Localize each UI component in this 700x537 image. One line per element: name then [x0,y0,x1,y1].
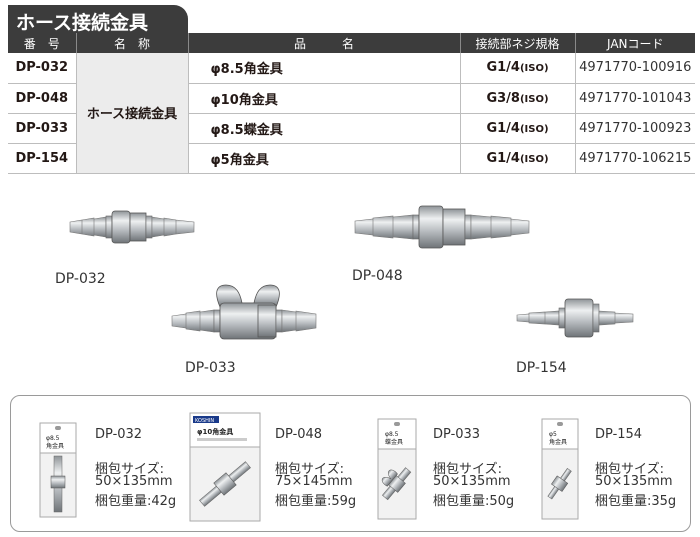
row-product: φ10角金具 [188,83,461,114]
thread-size: G3/8 [486,90,520,106]
package-info-panel: φ8.5 角金具 DP-032 梱包サイズ: 50×135mm 梱包重量:42g… [10,395,691,532]
row-code: DP-048 [8,83,77,114]
thread-size: G1/4 [486,150,520,166]
svg-text:角金具: 角金具 [549,438,567,446]
row-code: DP-154 [8,143,77,174]
package-size-label: 梱包サイズ: [95,462,164,477]
package-size-label: 梱包サイズ: [433,462,502,477]
svg-text:角金具: 角金具 [46,442,64,450]
row-product: φ8.5蝶金具 [188,113,461,144]
header-thread: 接続部ネジ規格 [460,33,576,53]
fitting-dp-048-image [354,205,530,249]
package-size: 50×135mm [433,474,511,489]
package-weight: 梱包重量:50g [433,494,515,509]
package-size: 50×135mm [595,474,673,489]
table-row: DP-048 φ10角金具 G3/8(ISO) 4971770-101043 [8,83,695,114]
row-code: DP-033 [8,113,77,144]
package-weight: 梱包重量:35g [595,494,677,509]
header-jan: JANコード [575,33,695,53]
thread-size: G1/4 [486,60,520,76]
package-dp-032-image: φ8.5 角金具 [39,422,77,518]
package-code: DP-033 [433,427,481,442]
package-dp-033-image: φ8.5 蝶金具 [377,418,417,520]
row-thread: G1/4(ISO) [460,53,576,84]
photo-label: DP-033 [185,360,236,376]
photo-label: DP-048 [352,268,403,284]
row-jan: 4971770-101043 [575,83,695,114]
row-jan: 4971770-100923 [575,113,695,144]
row-thread: G3/8(ISO) [460,83,576,114]
svg-text:φ8.5: φ8.5 [385,431,399,438]
fitting-dp-154-image [516,298,634,338]
row-product: φ8.5角金具 [188,53,461,84]
table-row: DP-032 ホース接続金具 φ8.5角金具 G1/4(ISO) 4971770… [8,53,695,174]
photo-label: DP-154 [516,360,567,376]
svg-text:φ5: φ5 [549,431,557,438]
thread-size: G1/4 [486,120,520,136]
section-title: ホース接続金具 [8,5,188,34]
row-product: φ5角金具 [188,143,461,174]
package-weight: 梱包重量:42g [95,494,177,509]
row-jan: 4971770-106215 [575,143,695,174]
svg-text:蝶金具: 蝶金具 [385,438,403,446]
package-dp-048-image: KOSHIN φ10角金具 [189,412,261,522]
package-weight: 梱包重量:59g [275,494,357,509]
package-size-label: 梱包サイズ: [595,462,664,477]
package-dp-154-image: φ5 角金具 [541,418,579,520]
package-size: 50×135mm [95,474,173,489]
fitting-dp-033-image [171,284,317,340]
thread-std: (ISO) [519,123,549,135]
table-row: DP-033 φ8.5蝶金具 G1/4(ISO) 4971770-100923 [8,113,695,144]
svg-text:φ8.5: φ8.5 [46,435,60,442]
header-name: 名 称 [76,33,189,53]
fitting-dp-032-image [69,210,195,244]
table-header-row: 番 号 名 称 品 名 接続部ネジ規格 JANコード [8,33,695,53]
spec-table: 番 号 名 称 品 名 接続部ネジ規格 JANコード DP-032 ホース接続金… [8,33,695,174]
header-number: 番 号 [8,33,77,53]
table-row: DP-154 φ5角金具 G1/4(ISO) 4971770-106215 [8,143,695,174]
row-thread: G1/4(ISO) [460,143,576,174]
row-jan: 4971770-100916 [575,53,695,84]
thread-std: (ISO) [519,153,549,165]
row-code: DP-032 [8,53,77,84]
group-name: ホース接続金具 [76,53,189,174]
svg-text:KOSHIN: KOSHIN [195,418,214,424]
row-thread: G1/4(ISO) [460,113,576,144]
thread-std: (ISO) [519,63,549,75]
header-product: 品 名 [188,33,461,53]
package-code: DP-032 [95,427,143,442]
package-size-label: 梱包サイズ: [275,462,344,477]
thread-std: (ISO) [519,93,549,105]
package-size: 75×145mm [275,474,353,489]
package-code: DP-048 [275,427,323,442]
photo-label: DP-032 [55,271,106,287]
package-code: DP-154 [595,427,643,442]
svg-text:φ10角金具: φ10角金具 [197,427,233,436]
